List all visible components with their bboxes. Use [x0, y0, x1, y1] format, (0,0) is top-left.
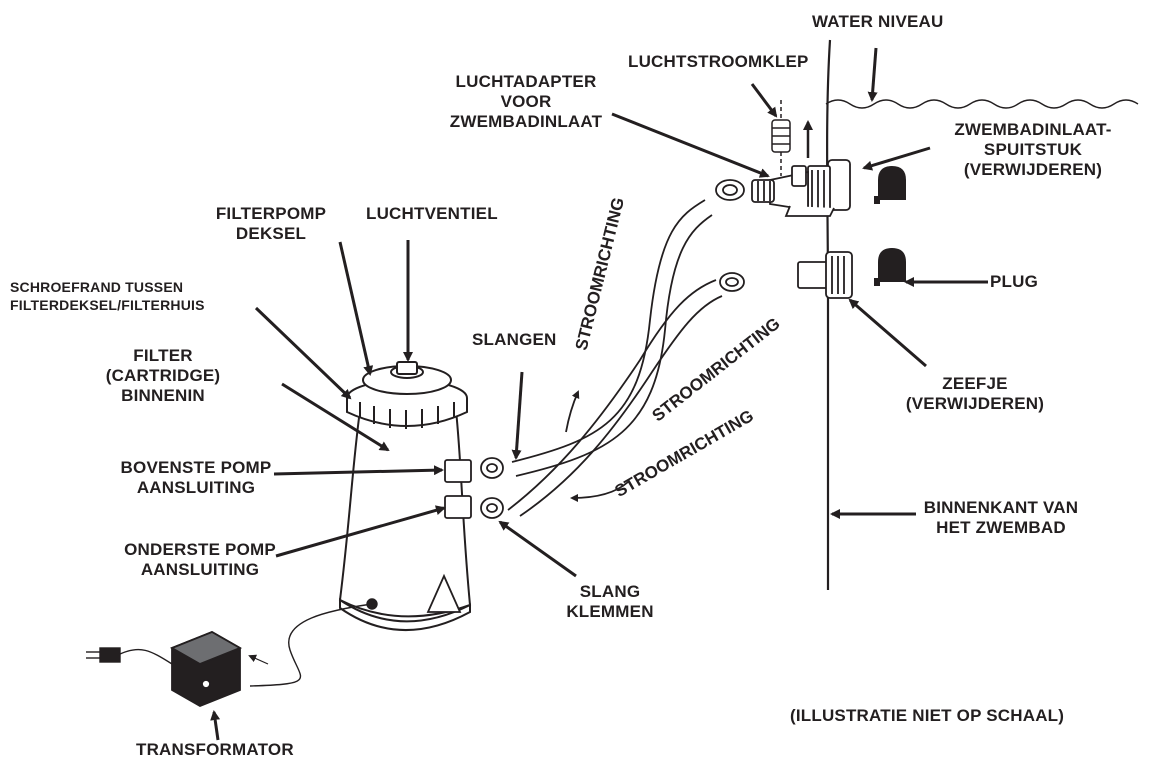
label-filter-line3: BINNENIN	[121, 386, 205, 405]
water-surface	[825, 99, 1139, 109]
label-inlet-nozzle-line3: (VERWIJDEREN)	[963, 160, 1103, 179]
label-pool-wall-line1: BINNENKANT VAN	[923, 498, 1079, 517]
label-strainer-line2: (VERWIJDEREN)	[905, 394, 1045, 413]
label-inlet-nozzle-line2: SPUITSTUK	[983, 140, 1083, 159]
arrow-upper-connection	[273, 465, 444, 476]
label-air-adapter-line2: VOOR	[500, 92, 552, 111]
cord-arrow	[248, 654, 269, 665]
label-upper-connection: BOVENSTE POMP AANSLUITING	[108, 458, 284, 498]
label-air-flow-valve: LUCHTSTROOMKLEP	[628, 52, 809, 71]
label-pump-cover-line2: DEKSEL	[235, 224, 307, 243]
label-hose-clamps-line1: SLANG	[579, 582, 641, 601]
arrow-hose-clamps	[498, 520, 577, 578]
pump-base-foot	[426, 573, 462, 613]
label-upper-connection-line2: AANSLUITING	[136, 478, 256, 497]
pool-wall	[826, 39, 832, 590]
label-screw-rim: SCHROEFRAND TUSSEN FILTERDEKSEL/FILTERHU…	[10, 278, 205, 314]
label-strainer-line1: ZEEFJE	[942, 374, 1008, 393]
pump-cord	[249, 598, 378, 687]
arrow-air-flow-valve	[750, 83, 778, 118]
arrow-transformer	[210, 710, 221, 741]
label-air-vent: LUCHTVENTIEL	[366, 204, 498, 223]
label-hose-clamps: SLANG KLEMMEN	[560, 582, 660, 622]
arrow-hoses	[511, 371, 524, 460]
label-pump-cover-line1: FILTERPOMP	[215, 204, 327, 223]
arrow-water-level	[867, 47, 878, 102]
arrow-screw-rim	[254, 306, 352, 400]
filter-cover-rim	[346, 379, 468, 429]
label-plug: PLUG	[990, 272, 1039, 291]
arrow-filter	[281, 382, 390, 452]
hose-clamp-top	[715, 179, 745, 201]
air-flow-valve-part	[771, 100, 791, 176]
label-upper-connection-line1: BOVENSTE POMP	[120, 458, 272, 477]
transformer-box	[169, 631, 243, 707]
label-pool-wall: BINNENKANT VAN HET ZWEMBAD	[916, 498, 1086, 538]
leader-arrows	[210, 47, 988, 741]
arrow-inlet-nozzle	[862, 146, 931, 171]
label-lower-connection-line2: AANSLUITING	[140, 560, 260, 579]
label-filter: FILTER (CARTRIDGE) BINNENIN	[88, 346, 238, 406]
hose-clamp-side	[719, 272, 745, 292]
label-filter-line2: (CARTRIDGE)	[105, 366, 221, 385]
label-lower-connection-line1: ONDERSTE POMP	[124, 540, 276, 559]
filter-cover-dome	[362, 361, 452, 395]
power-cord	[86, 647, 173, 665]
label-air-adapter-line3: ZWEMBADINLAAT	[449, 112, 603, 131]
label-hoses: SLANGEN	[472, 330, 557, 349]
label-pump-cover: FILTERPOMP DEKSEL	[206, 204, 336, 244]
label-not-to-scale: (ILLUSTRATIE NIET OP SCHAAL)	[790, 706, 1065, 725]
pump-hose-clamps	[480, 457, 504, 519]
label-pool-wall-line2: HET ZWEMBAD	[936, 518, 1066, 537]
label-screw-rim-line2: FILTERDEKSEL/FILTERHUIS	[10, 297, 205, 313]
plug-part	[874, 248, 906, 286]
label-inlet-nozzle: ZWEMBADINLAAT- SPUITSTUK (VERWIJDEREN)	[928, 120, 1138, 180]
pool-inlet-assembly	[751, 159, 851, 217]
filter-pump-housing	[338, 409, 472, 632]
arrow-strainer	[848, 298, 927, 368]
label-filter-line1: FILTER	[133, 346, 193, 365]
label-air-adapter: LUCHTADAPTER VOOR ZWEMBADINLAAT	[410, 72, 642, 132]
hose-upper	[511, 199, 713, 477]
flow-arrow-upper	[565, 390, 580, 433]
label-lower-connection: ONDERSTE POMP AANSLUITING	[112, 540, 288, 580]
arrow-pump-cover	[338, 241, 374, 376]
label-water-level: WATER NIVEAU	[812, 12, 944, 31]
label-air-adapter-line1: LUCHTADAPTER	[455, 72, 597, 91]
flow-arrow-lower	[570, 481, 629, 502]
label-inlet-nozzle-line1: ZWEMBADINLAAT-	[954, 120, 1112, 139]
label-screw-rim-line1: SCHROEFRAND TUSSEN	[10, 279, 184, 295]
strainer-fitting	[797, 251, 853, 299]
nozzle-cap	[874, 166, 906, 204]
arrow-lower-connection	[275, 505, 446, 558]
hose-lower	[507, 279, 723, 517]
label-strainer: ZEEFJE (VERWIJDEREN)	[900, 374, 1050, 414]
arrow-air-adapter	[611, 112, 770, 178]
label-hose-clamps-line2: KLEMMEN	[566, 602, 654, 621]
label-transformer: TRANSFORMATOR	[136, 740, 294, 759]
